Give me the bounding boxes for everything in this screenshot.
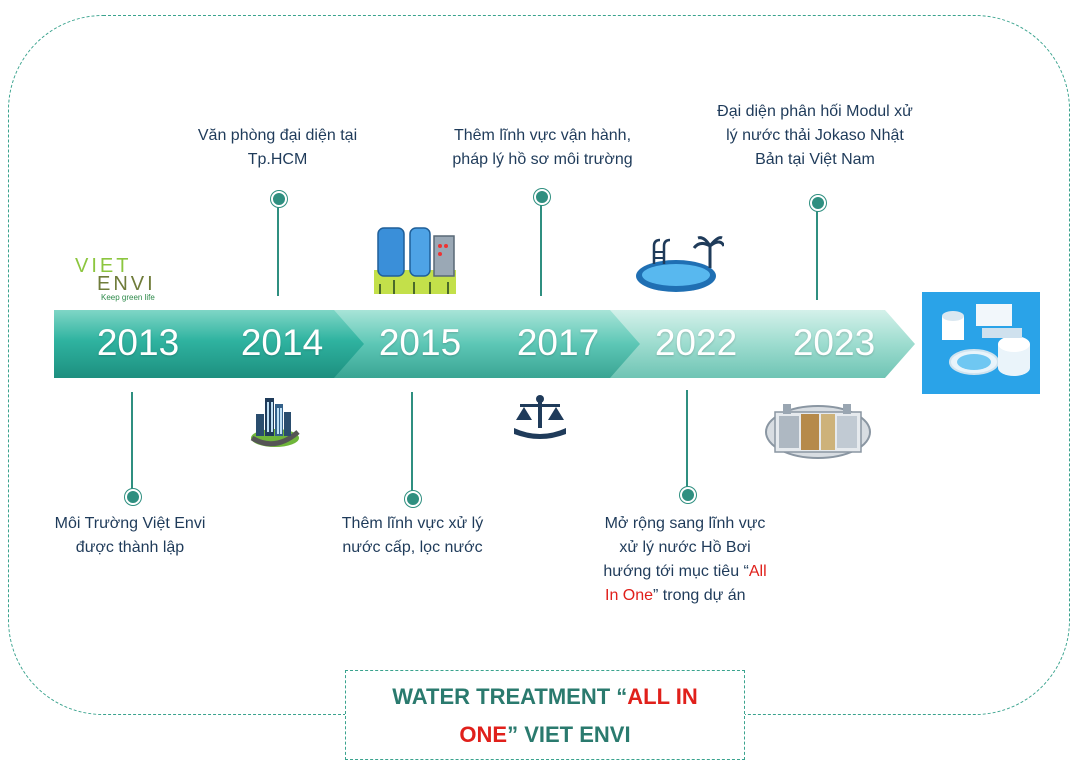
title-box: WATER TREATMENT “ALL IN ONE” VIET ENVI [345,670,745,760]
milestone-dot-2013 [125,489,141,505]
city-buildings-icon [250,398,300,447]
caption-2022-line-4-text: ” trong dự án [653,587,746,604]
viet-envi-logo: VIET ENVI Keep green life [75,252,185,302]
milestone-dot-2022 [680,487,696,503]
connector-2013 [131,392,133,496]
caption-2023: Đại diện phân hối Modul xử lý nước thải … [700,100,930,172]
arrow-2017 [468,310,640,378]
water-treatment-plant-icon [922,292,1040,394]
title-text-part-2: ” VIET ENVI [507,722,631,747]
caption-2023-line-1: Đại diện phân hối Modul xử [717,103,913,120]
caption-2015-line-1: Thêm lĩnh vực xử lý [341,515,484,532]
logo-line-2: ENVI [97,273,156,295]
caption-2017-line-1: Thêm lĩnh vực vận hành, [453,127,632,144]
caption-2022-line-4-highlight: In One [605,587,654,604]
year-2022: 2022 [654,322,738,363]
arrow-2013 [54,310,226,378]
caption-2015-line-2: nước cấp, lọc nước [342,539,483,556]
year-2015: 2015 [378,322,462,363]
title-highlight-1: ALL IN [627,684,698,709]
milestone-dot-2014 [271,191,287,207]
milestone-dot-2017 [534,189,550,205]
year-2017: 2017 [516,322,600,363]
caption-2022-line-1: Mở rộng sang lĩnh vực [604,515,766,532]
arrow-2015 [330,310,502,378]
caption-2022-line-3: hướng tới mục tiêu “All [580,560,790,584]
caption-2015: Thêm lĩnh vực xử lý nước cấp, lọc nước [315,512,510,560]
milestone-dot-2015 [405,491,421,507]
caption-2023-line-3: Bản tại Việt Nam [755,151,875,168]
connector-2017 [540,198,542,296]
arrow-2023 [745,310,915,378]
water-tanks-icon [374,227,456,294]
caption-2017: Thêm lĩnh vực vận hành, pháp lý hồ sơ mô… [425,124,660,172]
caption-2017-line-2: pháp lý hồ sơ môi trường [452,151,633,168]
title-line-1: WATER TREATMENT “ALL IN [346,678,744,716]
law-scales-icon [514,395,566,439]
caption-2013-line-1: Môi Trường Việt Envi [54,515,206,532]
title-text-part-1: WATER TREATMENT “ [392,684,628,709]
swimming-pool-icon [636,236,724,292]
caption-2014-line-2: Tp.HCM [247,151,308,168]
title-highlight-2: ONE [459,722,508,747]
connector-2023 [816,205,818,300]
caption-2022-line-2: xử lý nước Hồ Bơi [619,539,751,556]
caption-2022-line-3-text: hướng tới mục tiêu “ [603,563,749,580]
year-2014: 2014 [240,322,324,363]
caption-2014-line-1: Văn phòng đại diện tại [197,127,358,144]
connector-2022 [686,390,688,495]
caption-2023-line-2: lý nước thải Jokaso Nhật [726,127,904,144]
arrow-2022 [606,310,778,378]
caption-2013-line-2: được thành lập [75,539,185,556]
caption-2014: Văn phòng đại diện tại Tp.HCM [170,124,385,172]
arrow-2014 [192,310,364,378]
connector-2015 [411,392,413,498]
year-2013: 2013 [96,322,180,363]
caption-2022-line-4: In One” trong dự án [580,584,790,608]
connector-2014 [277,198,279,296]
logo-tagline: Keep green life [101,293,155,302]
jokaso-tank-icon [765,404,871,459]
logo-line-1: VIET [75,255,131,277]
milestone-dot-2023 [810,195,826,211]
year-2023: 2023 [792,322,876,363]
title-line-2: ONE” VIET ENVI [346,716,744,754]
caption-2013: Môi Trường Việt Envi được thành lập [30,512,230,560]
caption-2022-line-3-highlight: All [748,563,767,580]
viet-envi-logo-graphic: VIET ENVI Keep green life [75,255,156,302]
caption-2022: Mở rộng sang lĩnh vực xử lý nước Hồ Bơi … [580,512,790,608]
